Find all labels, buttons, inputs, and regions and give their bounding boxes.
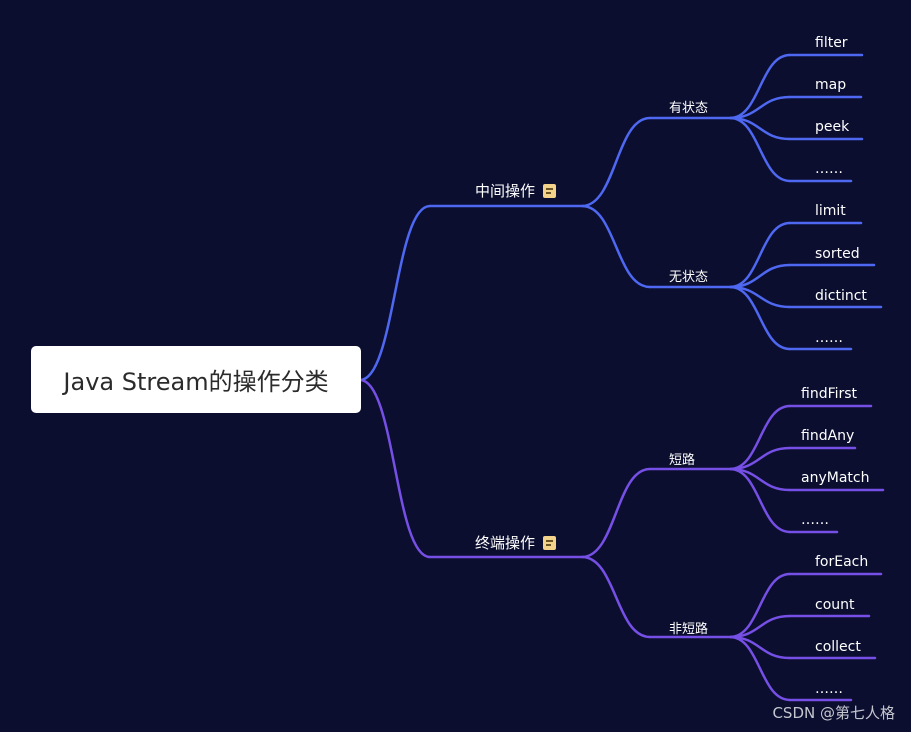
edge-subbranch-to-leaf [729, 285, 791, 351]
leaf-node[interactable]: sorted [815, 246, 860, 262]
edge-branch-to-subbranch [581, 116, 651, 208]
edge-subbranch-to-leaf [729, 116, 791, 183]
leaf-node[interactable]: …… [815, 161, 843, 177]
leaf-node[interactable]: anyMatch [801, 470, 870, 486]
watermark: CSDN @第七人格 [772, 704, 895, 722]
root-node[interactable]: Java Stream的操作分类 [31, 346, 361, 413]
subbranch-stateless[interactable]: 无状态 [669, 266, 708, 285]
edge-root-to-branch [359, 378, 431, 559]
subbranch-stateful[interactable]: 有状态 [669, 97, 708, 116]
leaf-node[interactable]: forEach [815, 554, 869, 570]
note-icon[interactable] [543, 536, 557, 550]
edge-branch-to-subbranch [581, 555, 651, 639]
leaf-node[interactable]: count [815, 597, 855, 613]
leaf-node[interactable]: …… [815, 330, 843, 346]
branch-label: 中间操作 [475, 182, 536, 200]
leaf-node[interactable]: …… [801, 512, 829, 528]
subbranch-short-circuit[interactable]: 短路 [669, 449, 695, 468]
leaf-node[interactable]: findFirst [801, 386, 858, 402]
edge-root-to-branch [359, 204, 431, 382]
subbranch-label: 无状态 [669, 270, 709, 285]
subbranch-non-short-circuit[interactable]: 非短路 [669, 618, 708, 637]
subbranch-label: 有状态 [669, 101, 709, 116]
edge-branch-to-subbranch [581, 204, 651, 289]
edge-branch-to-subbranch [581, 467, 651, 559]
leaf-node[interactable]: limit [815, 203, 846, 219]
leaf-node[interactable]: …… [815, 681, 843, 697]
leaf-node[interactable]: filter [815, 35, 848, 51]
subbranch-label: 非短路 [669, 622, 709, 637]
edge-subbranch-to-leaf [729, 572, 791, 639]
edge-subbranch-to-leaf [729, 221, 791, 289]
edge-subbranch-to-leaf [729, 53, 791, 120]
edge-subbranch-to-leaf [729, 635, 791, 702]
edge-subbranch-to-leaf [729, 404, 791, 471]
leaf-node[interactable]: collect [815, 639, 861, 655]
leaf-node[interactable]: peek [815, 119, 850, 135]
edge-subbranch-to-leaf [729, 467, 791, 534]
leaf-node[interactable]: map [815, 77, 847, 93]
branch-label: 终端操作 [475, 534, 536, 552]
subbranch-label: 短路 [669, 453, 696, 468]
leaf-node[interactable]: dictinct [815, 288, 867, 304]
branch-terminal-ops[interactable]: 终端操作 [475, 532, 557, 553]
branch-intermediate-ops[interactable]: 中间操作 [475, 180, 557, 201]
root-label: Java Stream的操作分类 [63, 368, 329, 396]
note-icon[interactable] [543, 184, 557, 198]
leaf-node[interactable]: findAny [801, 428, 855, 444]
